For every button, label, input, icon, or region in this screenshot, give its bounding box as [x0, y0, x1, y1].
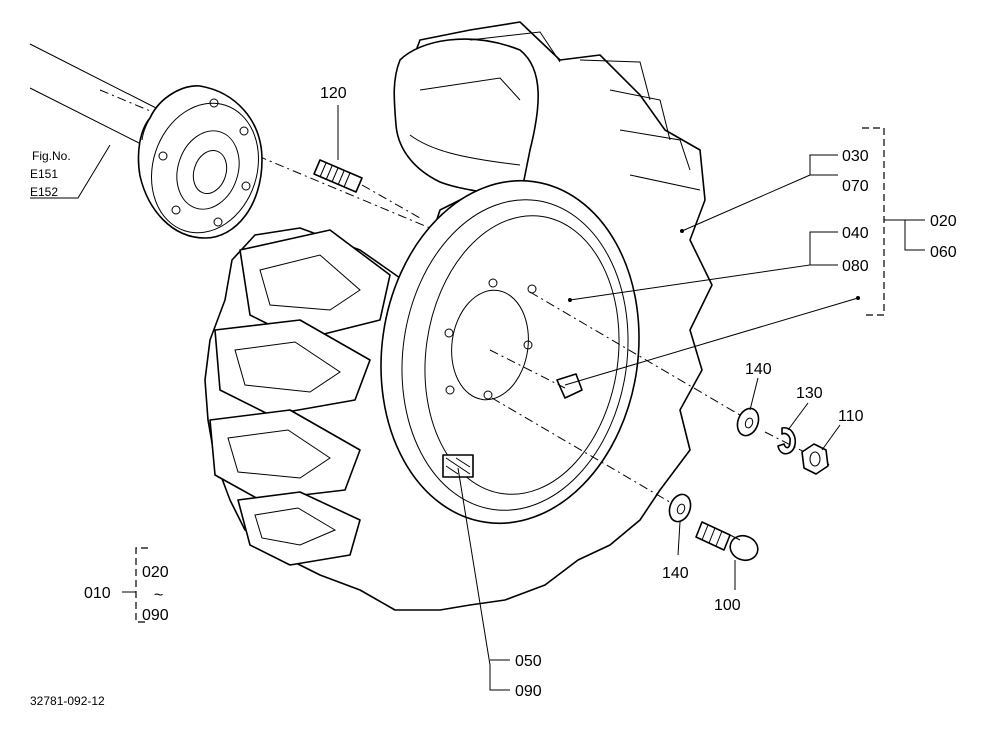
bolt	[695, 521, 759, 562]
figure-ref-line1: Fig.No.	[32, 149, 71, 163]
drawing-number: 32781-092-12	[30, 694, 105, 708]
label-030: 030	[842, 148, 869, 165]
label-100: 100	[714, 597, 741, 614]
figure-ref-line3: E152	[30, 185, 58, 199]
label-090: 090	[515, 683, 542, 700]
label-020: 020	[930, 213, 957, 230]
label-070: 070	[842, 178, 869, 195]
washer-upper	[736, 407, 760, 437]
label-140-upper: 140	[745, 361, 772, 378]
wheel-disc	[380, 179, 640, 525]
label-080: 080	[842, 258, 869, 275]
nut	[801, 443, 829, 475]
assembly-tilde: ~	[154, 587, 163, 604]
label-130: 130	[796, 385, 823, 402]
label-060: 060	[930, 244, 957, 261]
assembly-to: 090	[142, 607, 169, 624]
hub-flange	[137, 85, 263, 239]
assembly-from: 020	[142, 564, 169, 581]
stud-bolt	[313, 159, 421, 219]
figure-ref-line2: E151	[30, 167, 58, 181]
spring-washer	[777, 427, 797, 455]
label-110: 110	[838, 408, 864, 425]
leader-lines	[30, 105, 925, 691]
washer-lower	[668, 493, 692, 523]
assembly-main: 010	[84, 585, 111, 602]
assembly-note: 010 020 ~ 090	[84, 564, 169, 624]
label-140-lower: 140	[662, 565, 689, 582]
label-050: 050	[515, 653, 542, 670]
label-040: 040	[842, 225, 869, 242]
label-120: 120	[320, 85, 347, 102]
figure-reference: Fig.No. E151 E152	[30, 149, 71, 199]
